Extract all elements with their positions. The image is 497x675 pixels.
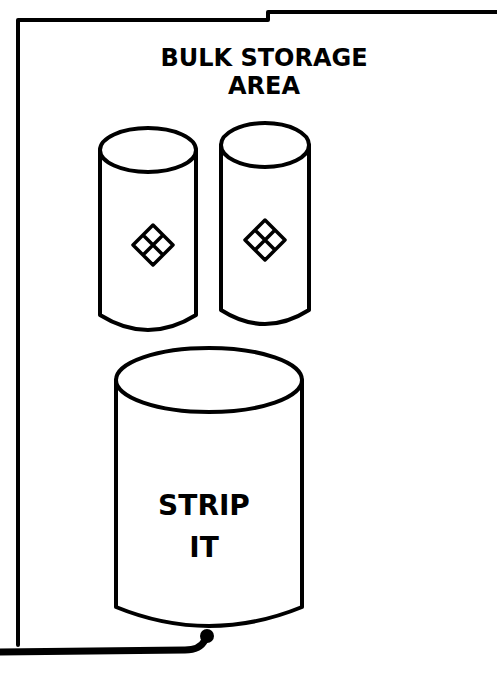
drum-top (221, 123, 309, 167)
tank-label: STRIP IT (149, 485, 259, 569)
hazard-diamond (133, 225, 173, 265)
storage-room: BULK STORAGE AREA STRIP IT (14, 10, 497, 650)
area-title: BULK STORAGE AREA (149, 45, 379, 100)
wall-line (18, 12, 497, 645)
hazard-diamond (245, 220, 285, 260)
pipe-outlet (200, 629, 214, 643)
drum-body (100, 150, 196, 330)
drain-pipe (0, 640, 205, 652)
tank-body (116, 380, 302, 626)
drum-top (100, 128, 196, 172)
drum-body (221, 145, 309, 324)
tank-top (116, 348, 302, 412)
storage-tank: STRIP IT (113, 345, 305, 640)
